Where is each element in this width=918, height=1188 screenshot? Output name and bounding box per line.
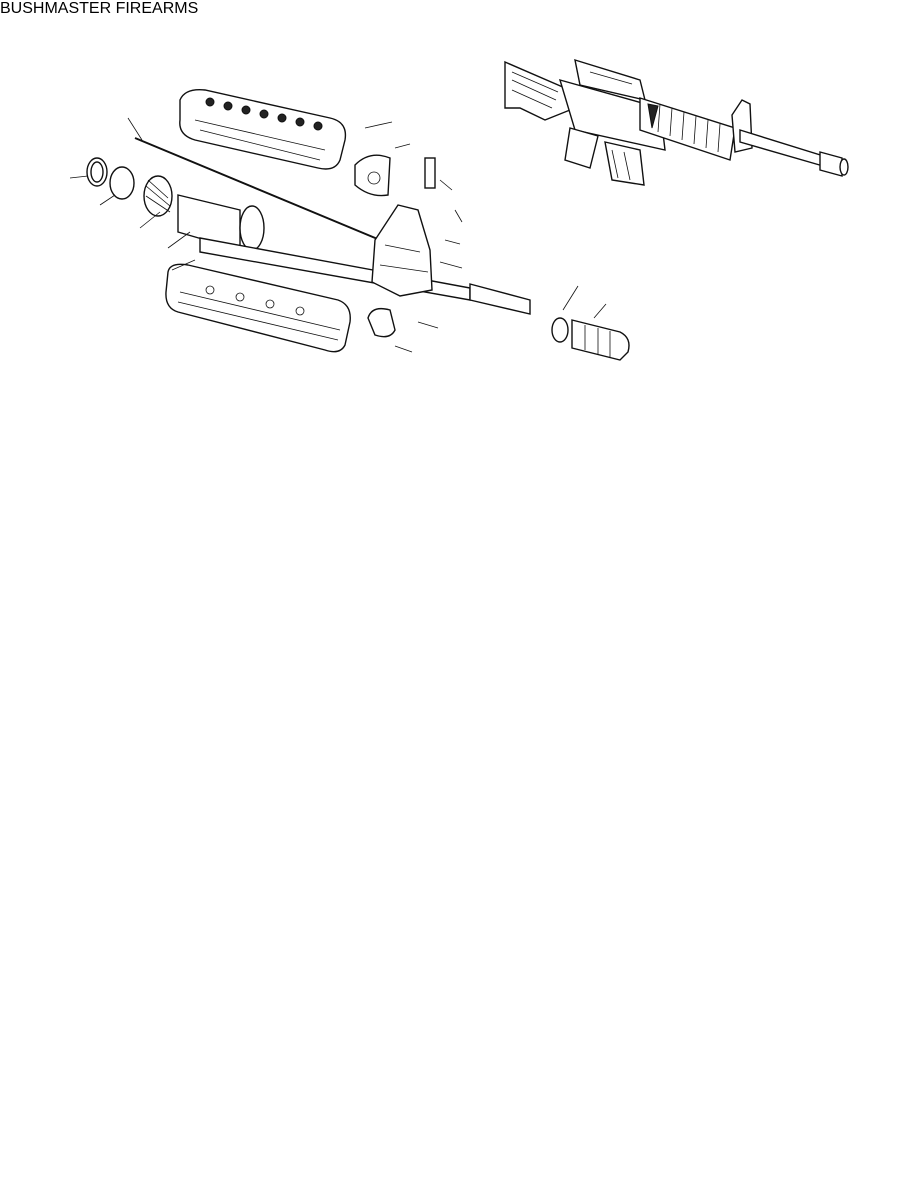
- upper-handguard: [179, 89, 347, 170]
- brand-name: BUSHMASTER: [0, 0, 112, 17]
- lower-handguard: [165, 263, 351, 353]
- slip-ring: [109, 166, 135, 200]
- complete-rifle-view: [504, 58, 849, 186]
- front-sight-base: [371, 204, 433, 297]
- flash-hider: [571, 319, 630, 361]
- crush-washer: [551, 317, 569, 343]
- gas-tube: [134, 137, 381, 241]
- barrel-handguard-assembly: [69, 89, 630, 361]
- brand-subtitle: FIREARMS: [115, 0, 199, 17]
- sling-swivel: [367, 307, 396, 338]
- bushmaster-logo: BUSHMASTER FIREARMS: [0, 0, 198, 17]
- heat-shield: [354, 154, 391, 197]
